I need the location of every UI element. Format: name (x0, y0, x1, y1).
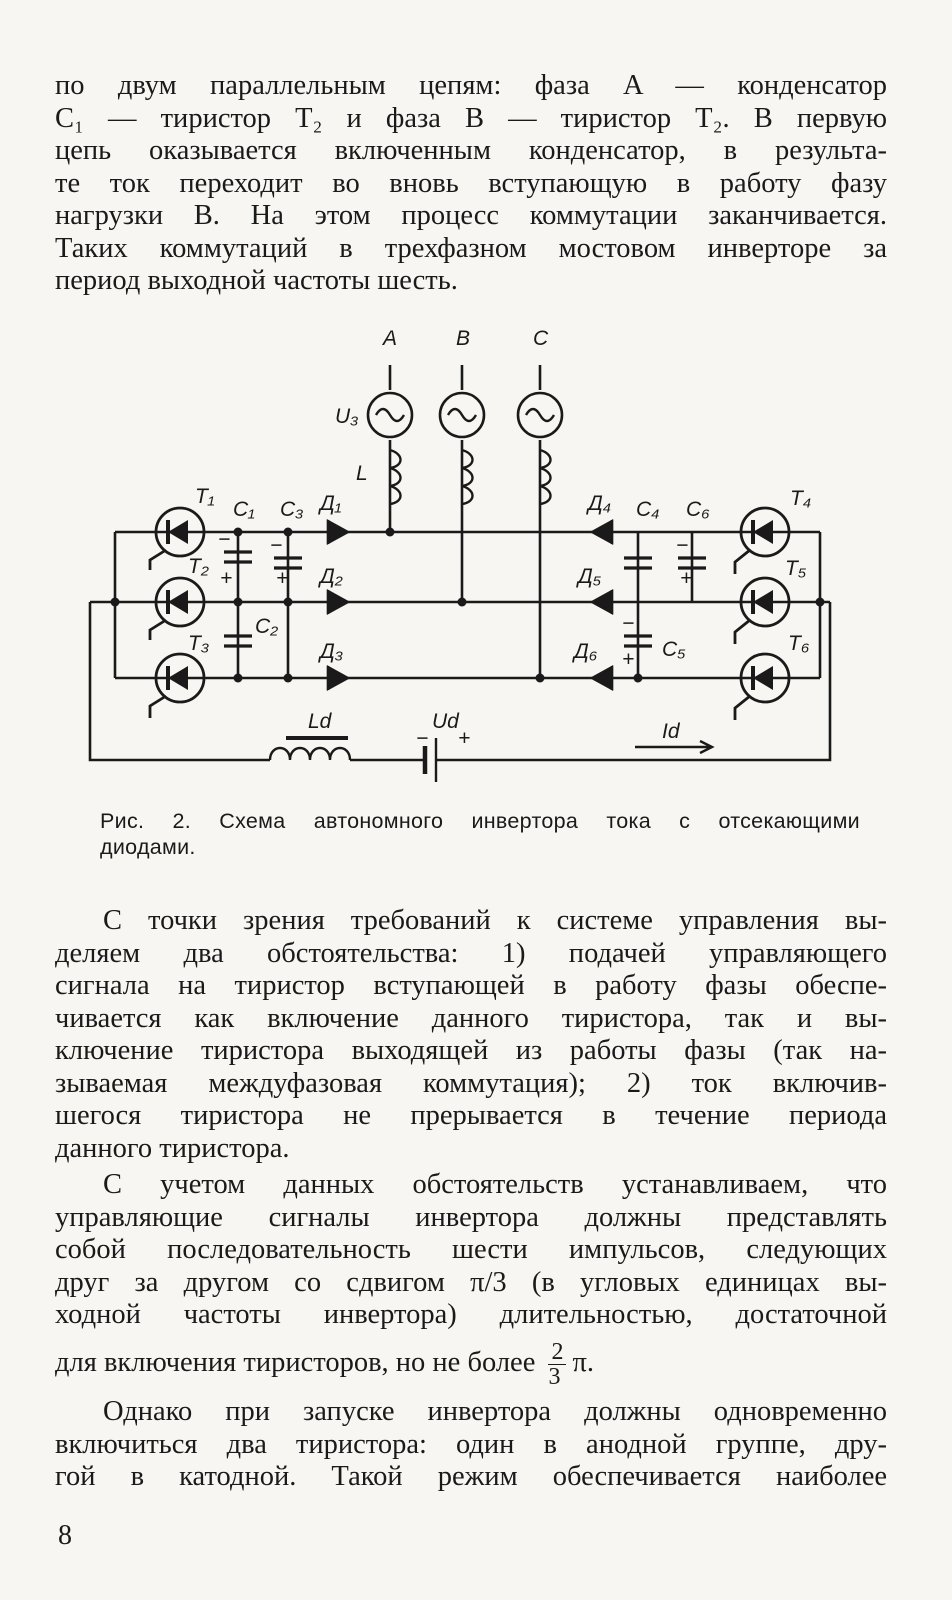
label-plus: + (680, 567, 692, 590)
pi-symbol: π. (572, 1346, 594, 1378)
fraction: 2 3 (548, 1340, 567, 1390)
fraction-numerator: 2 (548, 1340, 567, 1365)
text-line: C₁ — тиристор T₂ и фаза B — тиристор T₂.… (55, 102, 887, 134)
label-B: B (456, 327, 470, 350)
text-line-with-fraction: для включения тиристоров, но не более 2 … (55, 1340, 887, 1389)
text-line: период выходной частоты шесть. (55, 265, 458, 296)
text-line: С учетом данных обстоятельств устанавлив… (103, 1169, 887, 1200)
fraction-denominator: 3 (548, 1363, 561, 1390)
paragraph-1: по двум параллельным цепям: фаза A — кон… (55, 70, 887, 298)
label-C2: C₂ (255, 615, 278, 638)
label-plus: + (220, 567, 232, 590)
label-C6: C₆ (686, 498, 710, 521)
label-D5: Д₅ (576, 565, 602, 588)
text-line: по двум параллельным цепям: фаза A — кон… (55, 70, 887, 101)
label-Ld: Ld (308, 710, 333, 733)
label-L: L (356, 462, 368, 485)
text-fragment: для включения тиристоров, но не более (55, 1346, 536, 1378)
label-C4: C₄ (636, 498, 660, 521)
caption-line: диодами. (100, 835, 196, 859)
label-T4: T₄ (790, 487, 811, 510)
caption-line: Рис. 2. Схема автономного инвертора тока… (100, 809, 860, 833)
label-T5: T₅ (785, 557, 807, 580)
text-line: шегося тиристора не прерывается в течени… (55, 1100, 887, 1131)
text-line: нагрузки B. На этом процесс коммутации з… (55, 200, 887, 231)
text-line: цепь оказывается включенным конденсатор,… (55, 135, 887, 166)
label-D1: Д₁ (318, 492, 342, 515)
label-U3: U₃ (335, 405, 359, 428)
text-line: чивается как включение данного тиристора… (55, 1002, 887, 1034)
page-number: 8 (58, 1520, 72, 1551)
text-line: Таких коммутаций в трехфазном мостовом и… (55, 232, 887, 264)
label-D2: Д₂ (318, 565, 343, 588)
label-D3: Д₃ (318, 640, 343, 663)
label-T6: T₆ (788, 632, 810, 655)
text-line: ходной частоты инвертора) длительностью,… (55, 1299, 887, 1330)
text-line: данного тиристора. (55, 1132, 290, 1164)
text-line: зываемая междуфазовая коммутация); 2) то… (55, 1067, 887, 1099)
label-C5: C₅ (662, 638, 686, 661)
label-plus: + (622, 648, 634, 671)
paragraph-4: Однако при запуске инвертора должны одно… (55, 1396, 887, 1494)
label-plus: + (458, 727, 470, 750)
text-line: гой в катодной. Такой режим обеспечивает… (55, 1461, 887, 1492)
text-line: управляющие сигналы инвертора должны пре… (55, 1201, 887, 1233)
label-plus: + (276, 567, 288, 590)
label-T2: T₂ (188, 555, 209, 578)
label-A: A (381, 327, 397, 350)
text-line: С точки зрения требований к системе упра… (103, 905, 887, 936)
label-T1: T₁ (195, 485, 215, 508)
label-T3: T₃ (188, 632, 209, 655)
label-minus: − (676, 534, 688, 557)
label-minus: − (270, 534, 282, 557)
paragraph-2: С точки зрения требований к системе упра… (55, 905, 887, 1165)
text-line: включиться два тиристора: один в анодной… (55, 1428, 887, 1460)
label-C: C (533, 327, 549, 350)
figure-caption: Рис. 2. Схема автономного инвертора тока… (100, 808, 860, 860)
label-C3: C₃ (280, 498, 304, 521)
text-line: друг за другом со сдвигом π/3 (в угловых… (55, 1266, 887, 1298)
label-D4: Д₄ (586, 492, 611, 515)
text-line: Однако при запуске инвертора должны одно… (103, 1396, 887, 1427)
text-line: сигнала на тиристор вступающей в работу … (55, 970, 887, 1001)
text-line: ключение тиристора выходящей из работы ф… (55, 1035, 887, 1066)
text-line: те ток переходит во вновь вступающую в р… (55, 167, 887, 199)
paragraph-3: С учетом данных обстоятельств устанавлив… (55, 1169, 887, 1389)
label-minus: − (622, 612, 634, 635)
label-Ud: Ud (432, 710, 460, 733)
label-Id: Id (662, 720, 681, 743)
label-D6: Д₆ (572, 640, 598, 663)
label-C1: C₁ (233, 498, 255, 521)
label-minus: − (416, 727, 428, 750)
text-line: собой последовательность шести импульсов… (55, 1234, 887, 1265)
text-line: деляем два обстоятельства: 1) подачей уп… (55, 937, 887, 969)
circuit-diagram: A B C U₃ L T₁ T₂ T₃ T₄ T₅ T₆ C₁ C₂ C₃ C₄… (88, 327, 832, 782)
label-minus: − (218, 528, 230, 551)
